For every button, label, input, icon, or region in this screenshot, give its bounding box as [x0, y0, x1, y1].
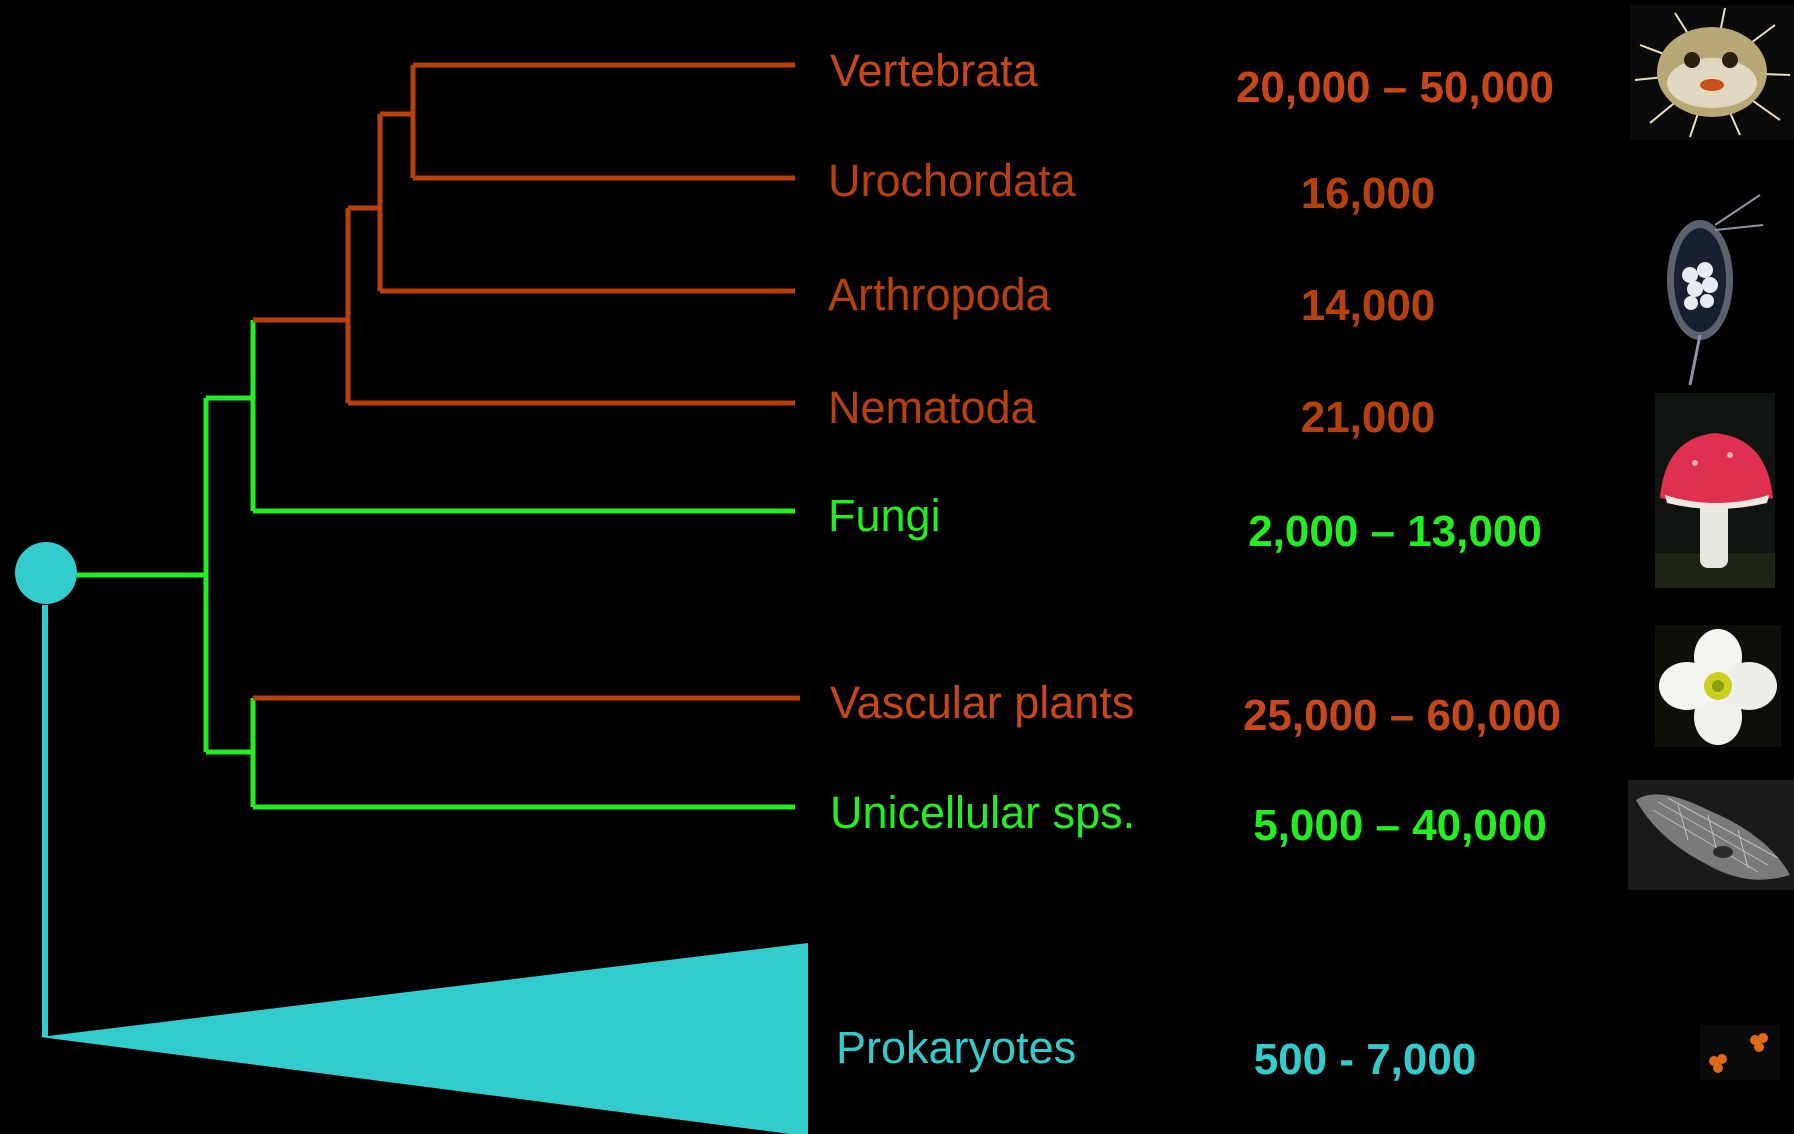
- genes-prokaryotes: 500 - 7,000: [1155, 1038, 1575, 1082]
- label-unicellular: Unicellular sps.: [830, 790, 1135, 835]
- root-node: [15, 542, 77, 604]
- label-vertebrata: Vertebrata: [830, 48, 1038, 93]
- bacteria-cells-icon: [1700, 1025, 1780, 1080]
- label-nematoda: Nematoda: [828, 385, 1036, 430]
- flower-photo-icon: [1655, 625, 1781, 747]
- label-prokaryotes: Prokaryotes: [836, 1025, 1076, 1070]
- label-fungi: Fungi: [828, 493, 941, 538]
- pufferfish-photo-icon: [1630, 5, 1794, 140]
- paramecium-photo-icon: [1628, 780, 1794, 890]
- genes-vascular-plants: 25,000 – 60,000: [1192, 694, 1612, 738]
- genes-vertebrata: 20,000 – 50,000: [1185, 66, 1605, 110]
- genes-arthropoda: 14,000: [1158, 284, 1578, 328]
- genes-unicellular: 5,000 – 40,000: [1190, 804, 1610, 848]
- genes-urochordata: 16,000: [1158, 172, 1578, 216]
- label-arthropoda: Arthropoda: [828, 272, 1051, 317]
- label-urochordata: Urochordata: [828, 158, 1076, 203]
- genes-nematoda: 21,000: [1158, 396, 1578, 440]
- mushroom-photo-icon: [1655, 393, 1775, 588]
- genes-fungi: 2,000 – 13,000: [1185, 510, 1605, 554]
- prokaryote-wedge: [40, 943, 808, 1134]
- label-vascular-plants: Vascular plants: [830, 680, 1134, 725]
- water-flea-photo-icon: [1655, 185, 1765, 390]
